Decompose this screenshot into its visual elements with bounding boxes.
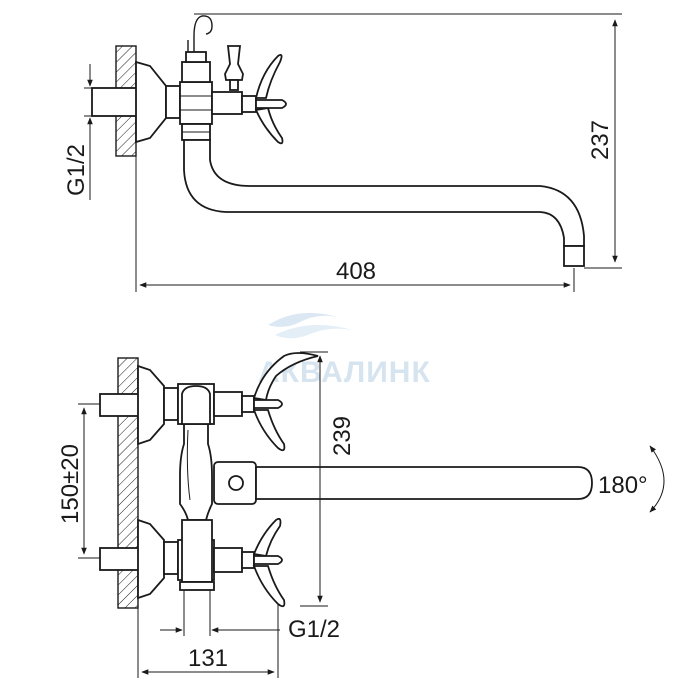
inlet-pipe-lower [99,547,141,571]
wave-logo-icon [268,312,340,327]
spout-pivot [228,475,244,491]
front-view: 180° 150±20 239 G1/2 [57,351,665,678]
dimension-spacing-150: 150±20 [57,403,100,559]
rotation-label: 180° [598,472,648,499]
dimension-label-150: 150±20 [57,444,84,524]
wave-logo-icon [275,325,352,339]
dimension-label-thread-top: G1/2 [63,144,90,196]
dimension-thread-bottom: G1/2 [160,590,340,643]
dimension-height-239: 239 [300,351,356,607]
eccentric-nut [165,85,181,119]
dimension-length-408: 408 [135,156,575,292]
diverter-lever [224,45,244,81]
dimension-label-131: 131 [188,645,228,672]
shower-hook-icon [193,15,213,52]
dimension-label-239: 239 [329,416,356,456]
dimension-depth-131: 131 [137,604,279,678]
mixer-body [179,81,213,125]
wall-section-front [117,357,139,609]
wall-flange-upper [137,364,165,446]
watermark: АКВАЛИНК [258,312,430,389]
dimension-label-237: 237 [587,120,614,160]
rotation-arc-icon [649,445,665,513]
valve-spindle [211,91,243,115]
spout-front [255,466,593,500]
dimension-label-408: 408 [336,258,376,285]
wall-flange-lower [137,518,165,600]
rotation-indicator: 180° [598,445,665,513]
inlet-pipe-upper [99,393,141,417]
diverter-housing [181,61,211,83]
dimension-height-237: 237 [194,13,622,269]
spout [183,139,585,247]
aerator [563,245,585,267]
dimension-thread-g12: G1/2 [63,64,116,200]
cross-handle [254,53,283,99]
wall-flange [135,60,167,144]
cross-handle-lower [252,517,282,558]
dimension-label-thread-bottom: G1/2 [288,616,340,643]
inlet-pipe [91,87,139,117]
mixer-column [179,423,213,521]
side-view: 237 408 G1/2 [63,13,622,292]
